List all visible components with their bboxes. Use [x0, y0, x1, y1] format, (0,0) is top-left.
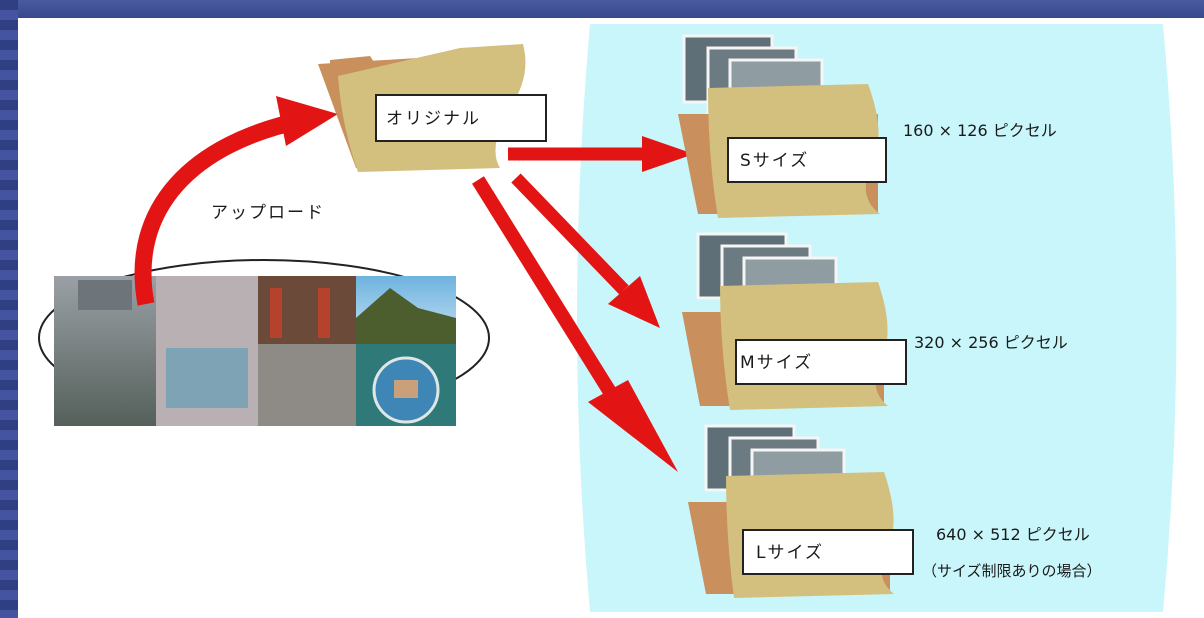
s-size-dimensions: 160 × 126 ピクセル [903, 121, 1057, 140]
m-size-dimensions: 320 × 256 ピクセル [914, 333, 1068, 352]
upload-label: アップロード [211, 203, 325, 223]
slide-canvas: アップロード オリジナル Sサイズ 160 × 126 ピクセル Mサイ [18, 18, 1204, 618]
l-size-label: Lサイズ [756, 543, 824, 563]
l-size-note: （サイズ制限ありの場合） [922, 562, 1102, 580]
upload-arrow [134, 96, 338, 306]
m-size-label-box [735, 339, 907, 385]
original-folder-label: オリジナル [386, 109, 481, 129]
m-size-label: Mサイズ [740, 353, 813, 373]
slide-left-border [0, 0, 18, 618]
l-size-dimensions: 640 × 512 ピクセル [936, 525, 1090, 544]
s-size-label: Sサイズ [740, 151, 809, 171]
original-folder-label-box [375, 94, 547, 142]
l-size-label-box [742, 529, 914, 575]
s-size-label-box [727, 137, 887, 183]
arrow-to-m-size [511, 173, 660, 328]
diagram-svg: アップロード オリジナル Sサイズ 160 × 126 ピクセル Mサイ [38, 24, 1177, 612]
arrow-to-s-size [508, 136, 694, 172]
slide-top-border [0, 0, 1204, 18]
photo-collection [38, 259, 490, 426]
arrow-to-l-size [472, 176, 678, 472]
